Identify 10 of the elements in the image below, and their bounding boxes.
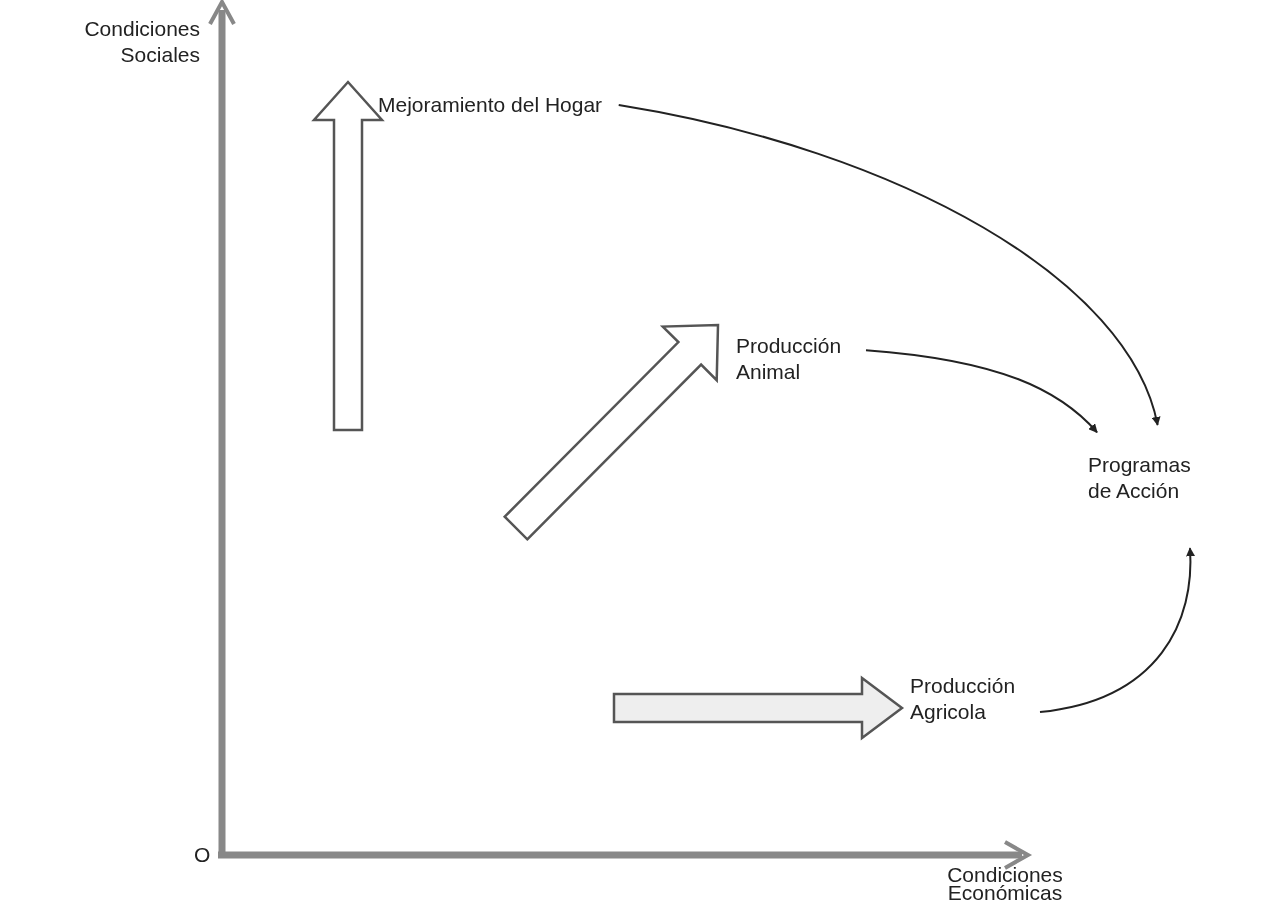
node-label: Producción Agricola <box>910 673 1017 725</box>
arrow <box>1039 547 1195 713</box>
arrow <box>617 104 1160 426</box>
axis-label: Condiciones Económicas <box>946 866 1064 902</box>
axis-label: Condiciones Sociales <box>83 16 200 68</box>
node-label: Mejoramiento del Hogar <box>378 92 604 118</box>
origin-label: O <box>194 842 211 868</box>
node-label: Producción Animal <box>736 333 843 385</box>
node-label: Programas de Acción <box>1088 452 1192 504</box>
arrow <box>865 349 1098 434</box>
